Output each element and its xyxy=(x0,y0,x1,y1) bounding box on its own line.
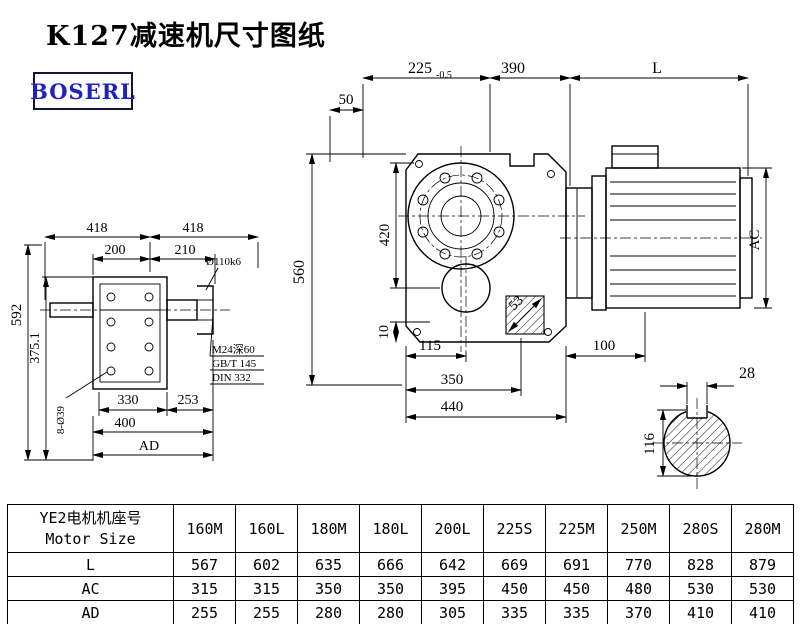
column-180M: 180M xyxy=(297,504,360,553)
cell-L-160M: 567 xyxy=(173,552,236,577)
cell-AC-225S: 450 xyxy=(483,576,546,601)
cell-AC-280S: 530 xyxy=(669,576,732,601)
dim-253-label: 253 xyxy=(178,393,199,408)
cell-AD-180M: 280 xyxy=(297,600,360,624)
table-row-L: L 567 602 635 666 642 669 691 770 828 87… xyxy=(7,552,794,577)
motor xyxy=(560,145,762,311)
dim-418-right-label: 418 xyxy=(183,221,204,236)
dim-350-label: 350 xyxy=(441,372,464,388)
terminal-box xyxy=(611,145,659,169)
column-225M: 225M xyxy=(545,504,608,553)
dim-225-tolerance-label: -0.5 xyxy=(436,70,452,81)
column-280M: 280M xyxy=(731,504,794,553)
cell-AD-225S: 335 xyxy=(483,600,546,624)
dim-375-1-label: 375.1 xyxy=(28,332,43,364)
column-200L: 200L xyxy=(421,504,484,553)
cell-AC-160M: 315 xyxy=(173,576,236,601)
column-250M: 250M xyxy=(607,504,670,553)
dim-116-label: 116 xyxy=(642,433,658,455)
dim-50-label: 50 xyxy=(339,92,354,108)
front-view-dimensions: 225 -0.5 390 L 50 560 420 10 AC 115 xyxy=(291,60,772,423)
dim-shaft-diameter-label: Ø110k6 xyxy=(206,256,242,268)
cell-AD-200L: 305 xyxy=(421,600,484,624)
dim-L-label: L xyxy=(652,60,662,77)
column-160M: 160M xyxy=(173,504,236,553)
header-en: Motor Size xyxy=(45,529,136,548)
boserl-logo-text: BOSERL xyxy=(30,78,136,104)
cell-L-280M: 879 xyxy=(731,552,794,577)
cell-AC-200L: 395 xyxy=(421,576,484,601)
cell-AC-280M: 530 xyxy=(731,576,794,601)
cell-L-160L: 602 xyxy=(235,552,298,577)
cell-AD-225M: 335 xyxy=(545,600,608,624)
dim-100-label: 100 xyxy=(593,338,616,354)
table-header-row: YE2电机机座号 Motor Size 160M 160L 180M 180L … xyxy=(7,504,794,553)
row-label-L: L xyxy=(7,552,174,577)
column-225S: 225S xyxy=(483,504,546,553)
cell-L-200L: 642 xyxy=(421,552,484,577)
cell-AD-250M: 370 xyxy=(607,600,670,624)
table-header-motor-size: YE2电机机座号 Motor Size xyxy=(7,504,174,553)
cell-L-225M: 691 xyxy=(545,552,608,577)
dim-115-label: 115 xyxy=(419,338,441,354)
cell-AD-160M: 255 xyxy=(173,600,236,624)
cell-AD-160L: 255 xyxy=(235,600,298,624)
dim-440-label: 440 xyxy=(441,399,464,415)
note-m24-label: M24深60 xyxy=(212,343,255,356)
dim-390-label: 390 xyxy=(501,60,525,77)
note-gbt145-label: GB/T 145 xyxy=(212,358,257,370)
dim-AC-label: AC xyxy=(747,230,763,251)
cell-AD-280M: 410 xyxy=(731,600,794,624)
table-row-AD: AD 255 255 280 280 305 335 335 370 410 4… xyxy=(7,600,794,624)
boserl-logo: BOSERL xyxy=(30,72,136,110)
dim-330-label: 330 xyxy=(118,393,139,408)
cell-L-180L: 666 xyxy=(359,552,422,577)
motor-size-table: YE2电机机座号 Motor Size 160M 160L 180M 180L … xyxy=(7,504,794,624)
header-cn: YE2电机机座号 xyxy=(39,508,142,527)
dim-400-label: 400 xyxy=(115,416,136,431)
cell-L-250M: 770 xyxy=(607,552,670,577)
cell-AC-160L: 315 xyxy=(235,576,298,601)
cell-AD-280S: 410 xyxy=(669,600,732,624)
dim-225-label: 225 xyxy=(408,60,432,77)
cell-AC-225M: 450 xyxy=(545,576,608,601)
cell-AC-250M: 480 xyxy=(607,576,670,601)
dim-418-left-label: 418 xyxy=(87,221,108,236)
column-180L: 180L xyxy=(359,504,422,553)
cell-AC-180L: 350 xyxy=(359,576,422,601)
cell-L-180M: 635 xyxy=(297,552,360,577)
cell-L-225S: 669 xyxy=(483,552,546,577)
dim-210-label: 210 xyxy=(175,243,196,258)
cell-L-280S: 828 xyxy=(669,552,732,577)
dim-200-label: 200 xyxy=(105,243,126,258)
side-view xyxy=(40,276,230,390)
dim-8-holes-label: 8-Ø39 xyxy=(55,405,67,434)
column-280S: 280S xyxy=(669,504,732,553)
front-view: 53 xyxy=(398,146,585,352)
row-label-AD: AD xyxy=(7,600,174,624)
side-view-dimensions: 418 418 200 210 Ø110k6 592 375.1 8-Ø39 3… xyxy=(9,221,264,461)
dim-420-label: 420 xyxy=(377,224,393,247)
cell-AC-180M: 350 xyxy=(297,576,360,601)
cell-AD-180L: 280 xyxy=(359,600,422,624)
dim-592-label: 592 xyxy=(9,304,25,327)
dim-AD-label: AD xyxy=(139,439,159,454)
table-row-AC: AC 315 315 350 350 395 450 450 480 530 5… xyxy=(7,576,794,601)
dim-560-label: 560 xyxy=(291,260,308,284)
technical-drawing: 418 418 200 210 Ø110k6 592 375.1 8-Ø39 3… xyxy=(9,60,772,490)
note-din332-label: DIN 332 xyxy=(212,372,251,384)
dim-28-label: 28 xyxy=(739,365,755,382)
column-160L: 160L xyxy=(235,504,298,553)
page-title: K127减速机尺寸图纸 xyxy=(46,21,326,52)
dim-10-label: 10 xyxy=(377,325,392,339)
shaft-section-dimensions: 28 116 xyxy=(642,365,755,477)
row-label-AC: AC xyxy=(7,576,174,601)
